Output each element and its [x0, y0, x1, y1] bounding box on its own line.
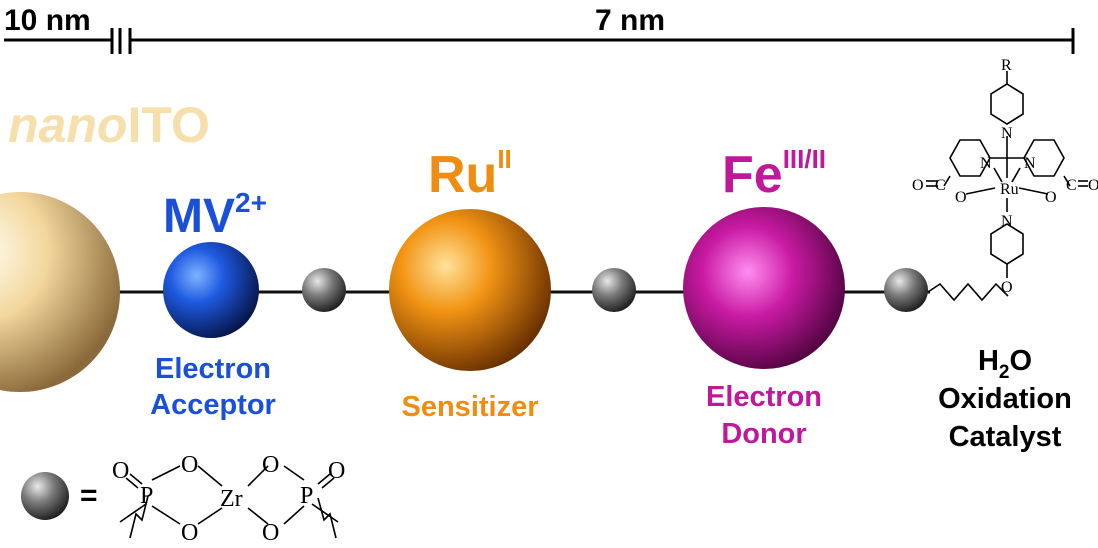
scale-right-label: 7 nm: [595, 4, 665, 37]
legend-o-top-left: O: [181, 452, 198, 478]
zr-linker-ball: [884, 268, 928, 312]
atom-o-right: O: [1045, 189, 1057, 206]
atom-n-right: N: [1024, 155, 1036, 172]
scale-bar: 10 nm 7 nm: [4, 4, 1075, 54]
atom-n-bottom: N: [1001, 213, 1013, 230]
legend-p-right: P: [300, 483, 313, 509]
zr-phosphonate-structure: [119, 465, 339, 539]
donor-sphere: [683, 207, 845, 369]
zr-linker-ball: [592, 268, 636, 312]
catalyst-label-line1: H2O: [978, 345, 1032, 383]
atom-n-top: N: [1001, 125, 1013, 142]
acceptor-sphere: [163, 242, 259, 338]
atom-c-left: C: [935, 177, 946, 194]
atom-c-right: C: [1066, 177, 1077, 194]
donor-label-line1: Electron: [706, 381, 822, 413]
legend-zr: Zr: [220, 486, 243, 512]
acceptor-label-line1: Electron: [155, 353, 271, 385]
atom-ru: Ru: [1000, 181, 1019, 198]
legend-o-right: O: [328, 458, 345, 484]
legend-o-top-right: O: [262, 452, 279, 478]
sensitizer-sphere: [389, 209, 551, 371]
legend-o-left: O: [112, 458, 129, 484]
legend-p-left: P: [140, 483, 153, 509]
catalyst-atom-labels: R N N N Ru N O C O O C O O: [912, 57, 1098, 296]
donor-label-line2: Donor: [721, 418, 806, 450]
legend-o-bottom-left: O: [181, 520, 198, 546]
acceptor-label-line2: Acceptor: [150, 389, 276, 421]
atom-o-right-carbonyl: O: [1088, 177, 1098, 194]
atom-n-left: N: [980, 155, 992, 172]
sensitizer-label: Sensitizer: [402, 391, 539, 423]
atom-r: R: [1001, 57, 1012, 74]
catalyst-label-line3: Catalyst: [949, 421, 1062, 453]
scale-left-label: 10 nm: [4, 4, 91, 37]
catalyst-label-line2: Oxidation: [938, 383, 1072, 415]
donor-symbol: FeIII/II: [722, 144, 826, 204]
sensitizer-symbol: RuII: [428, 144, 512, 204]
catalyst-structure: [926, 71, 1088, 302]
nanoito-particle: [0, 192, 120, 392]
legend-equals: =: [80, 479, 98, 512]
legend: = O P O O Zr O O P: [21, 452, 345, 546]
atom-o-linker: O: [1001, 279, 1013, 296]
legend-o-bottom-right: O: [262, 520, 279, 546]
legend-ball: [21, 472, 69, 520]
zr-linker-ball: [302, 268, 346, 312]
acceptor-symbol: MV2+: [163, 187, 267, 243]
atom-o-left-carbonyl: O: [912, 177, 924, 194]
nanoito-label: nanoITO: [8, 97, 210, 153]
atom-o-left: O: [955, 189, 967, 206]
